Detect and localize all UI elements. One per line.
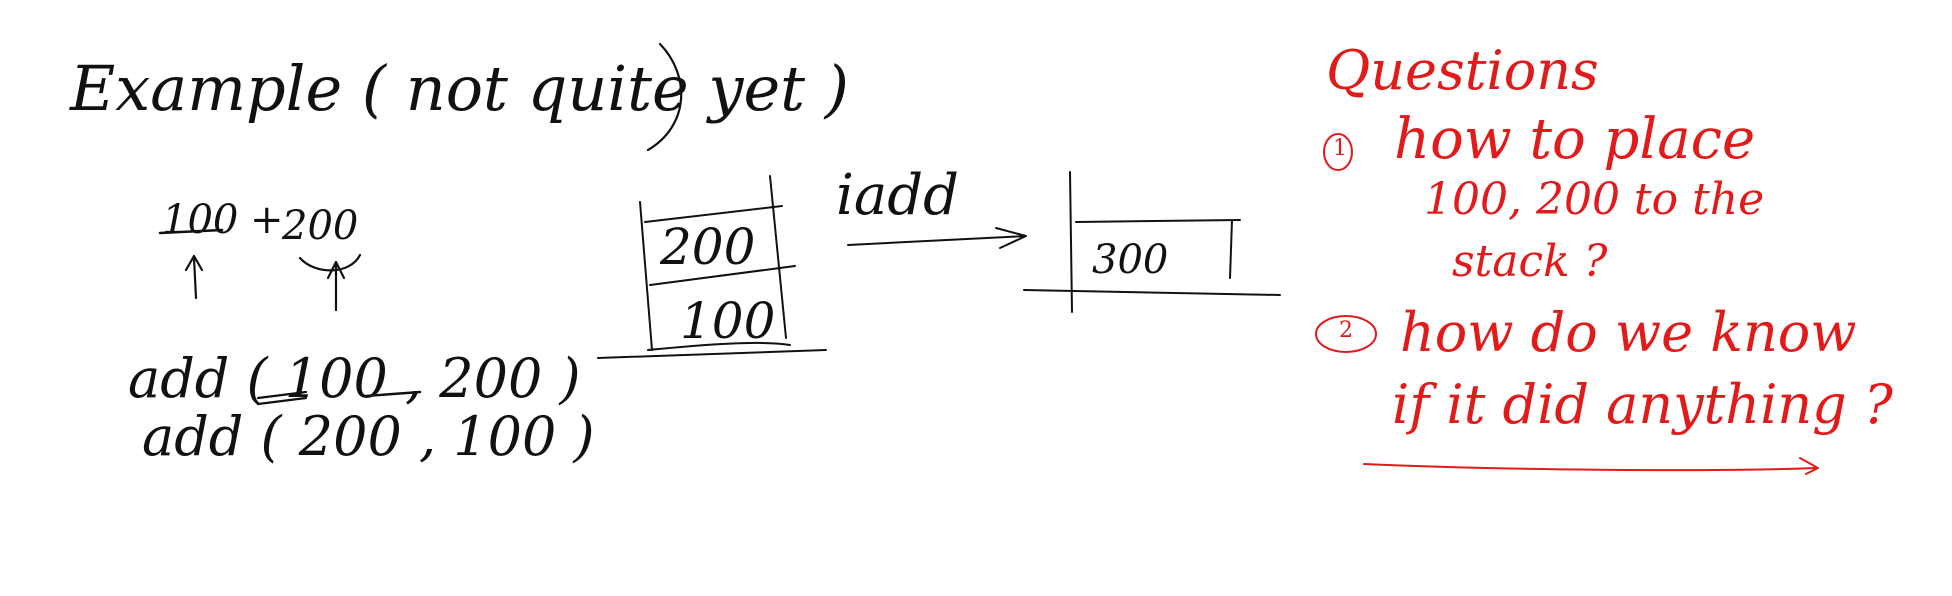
stack-before-bottom bbox=[647, 341, 791, 351]
arrow-up-200 bbox=[326, 260, 346, 312]
brace-200 bbox=[298, 253, 362, 272]
question-1-line-2: 100, 200 to the bbox=[1424, 174, 1765, 225]
questions-underline bbox=[1363, 457, 1819, 475]
add-call-1: add ( 100 , 200 ) bbox=[128, 347, 581, 410]
question-2-line-1: how do we know bbox=[1400, 301, 1857, 364]
circle-2 bbox=[1315, 315, 1377, 353]
stack-before-left-wall bbox=[639, 201, 653, 351]
arrow-right bbox=[847, 227, 1027, 249]
question-1-line-1: how to place bbox=[1394, 107, 1756, 172]
expr-op: + bbox=[250, 197, 284, 243]
underline-call-100 bbox=[256, 390, 308, 406]
add-call-2: add ( 200 , 100 ) bbox=[142, 405, 595, 468]
stack-after-right-wall bbox=[1229, 219, 1233, 279]
stack-before-top-line bbox=[644, 205, 783, 223]
stack-before-top-value: 200 bbox=[660, 218, 756, 276]
underline-call-200 bbox=[364, 390, 422, 398]
question-1-line-3: stack ? bbox=[1452, 236, 1608, 287]
question-2-line-2: if it did anything ? bbox=[1392, 373, 1893, 436]
circle-1 bbox=[1323, 133, 1353, 171]
stack-before-bottom-value: 100 bbox=[680, 292, 776, 350]
question-2-number: 2 bbox=[1339, 318, 1353, 343]
arrow-up-100 bbox=[184, 254, 204, 300]
expr-right: 200 bbox=[282, 203, 359, 249]
stack-after-top-line bbox=[1075, 219, 1241, 223]
stack-after-left-wall bbox=[1069, 171, 1073, 313]
stack-before-base bbox=[597, 349, 827, 359]
question-1-number: 1 bbox=[1333, 136, 1347, 161]
example-title: Example ( not quite yet ) bbox=[70, 52, 849, 125]
expr-left: 100 bbox=[162, 197, 239, 243]
questions-heading: Questions bbox=[1326, 39, 1599, 102]
stack-before-divider bbox=[649, 265, 796, 286]
underline-100 bbox=[158, 228, 224, 235]
operation-label: iadd bbox=[836, 163, 959, 228]
stack-after-base bbox=[1023, 289, 1281, 296]
stack-after-value: 300 bbox=[1092, 237, 1169, 283]
title-paren-stroke bbox=[646, 42, 683, 152]
stack-before-right-wall bbox=[769, 175, 787, 339]
